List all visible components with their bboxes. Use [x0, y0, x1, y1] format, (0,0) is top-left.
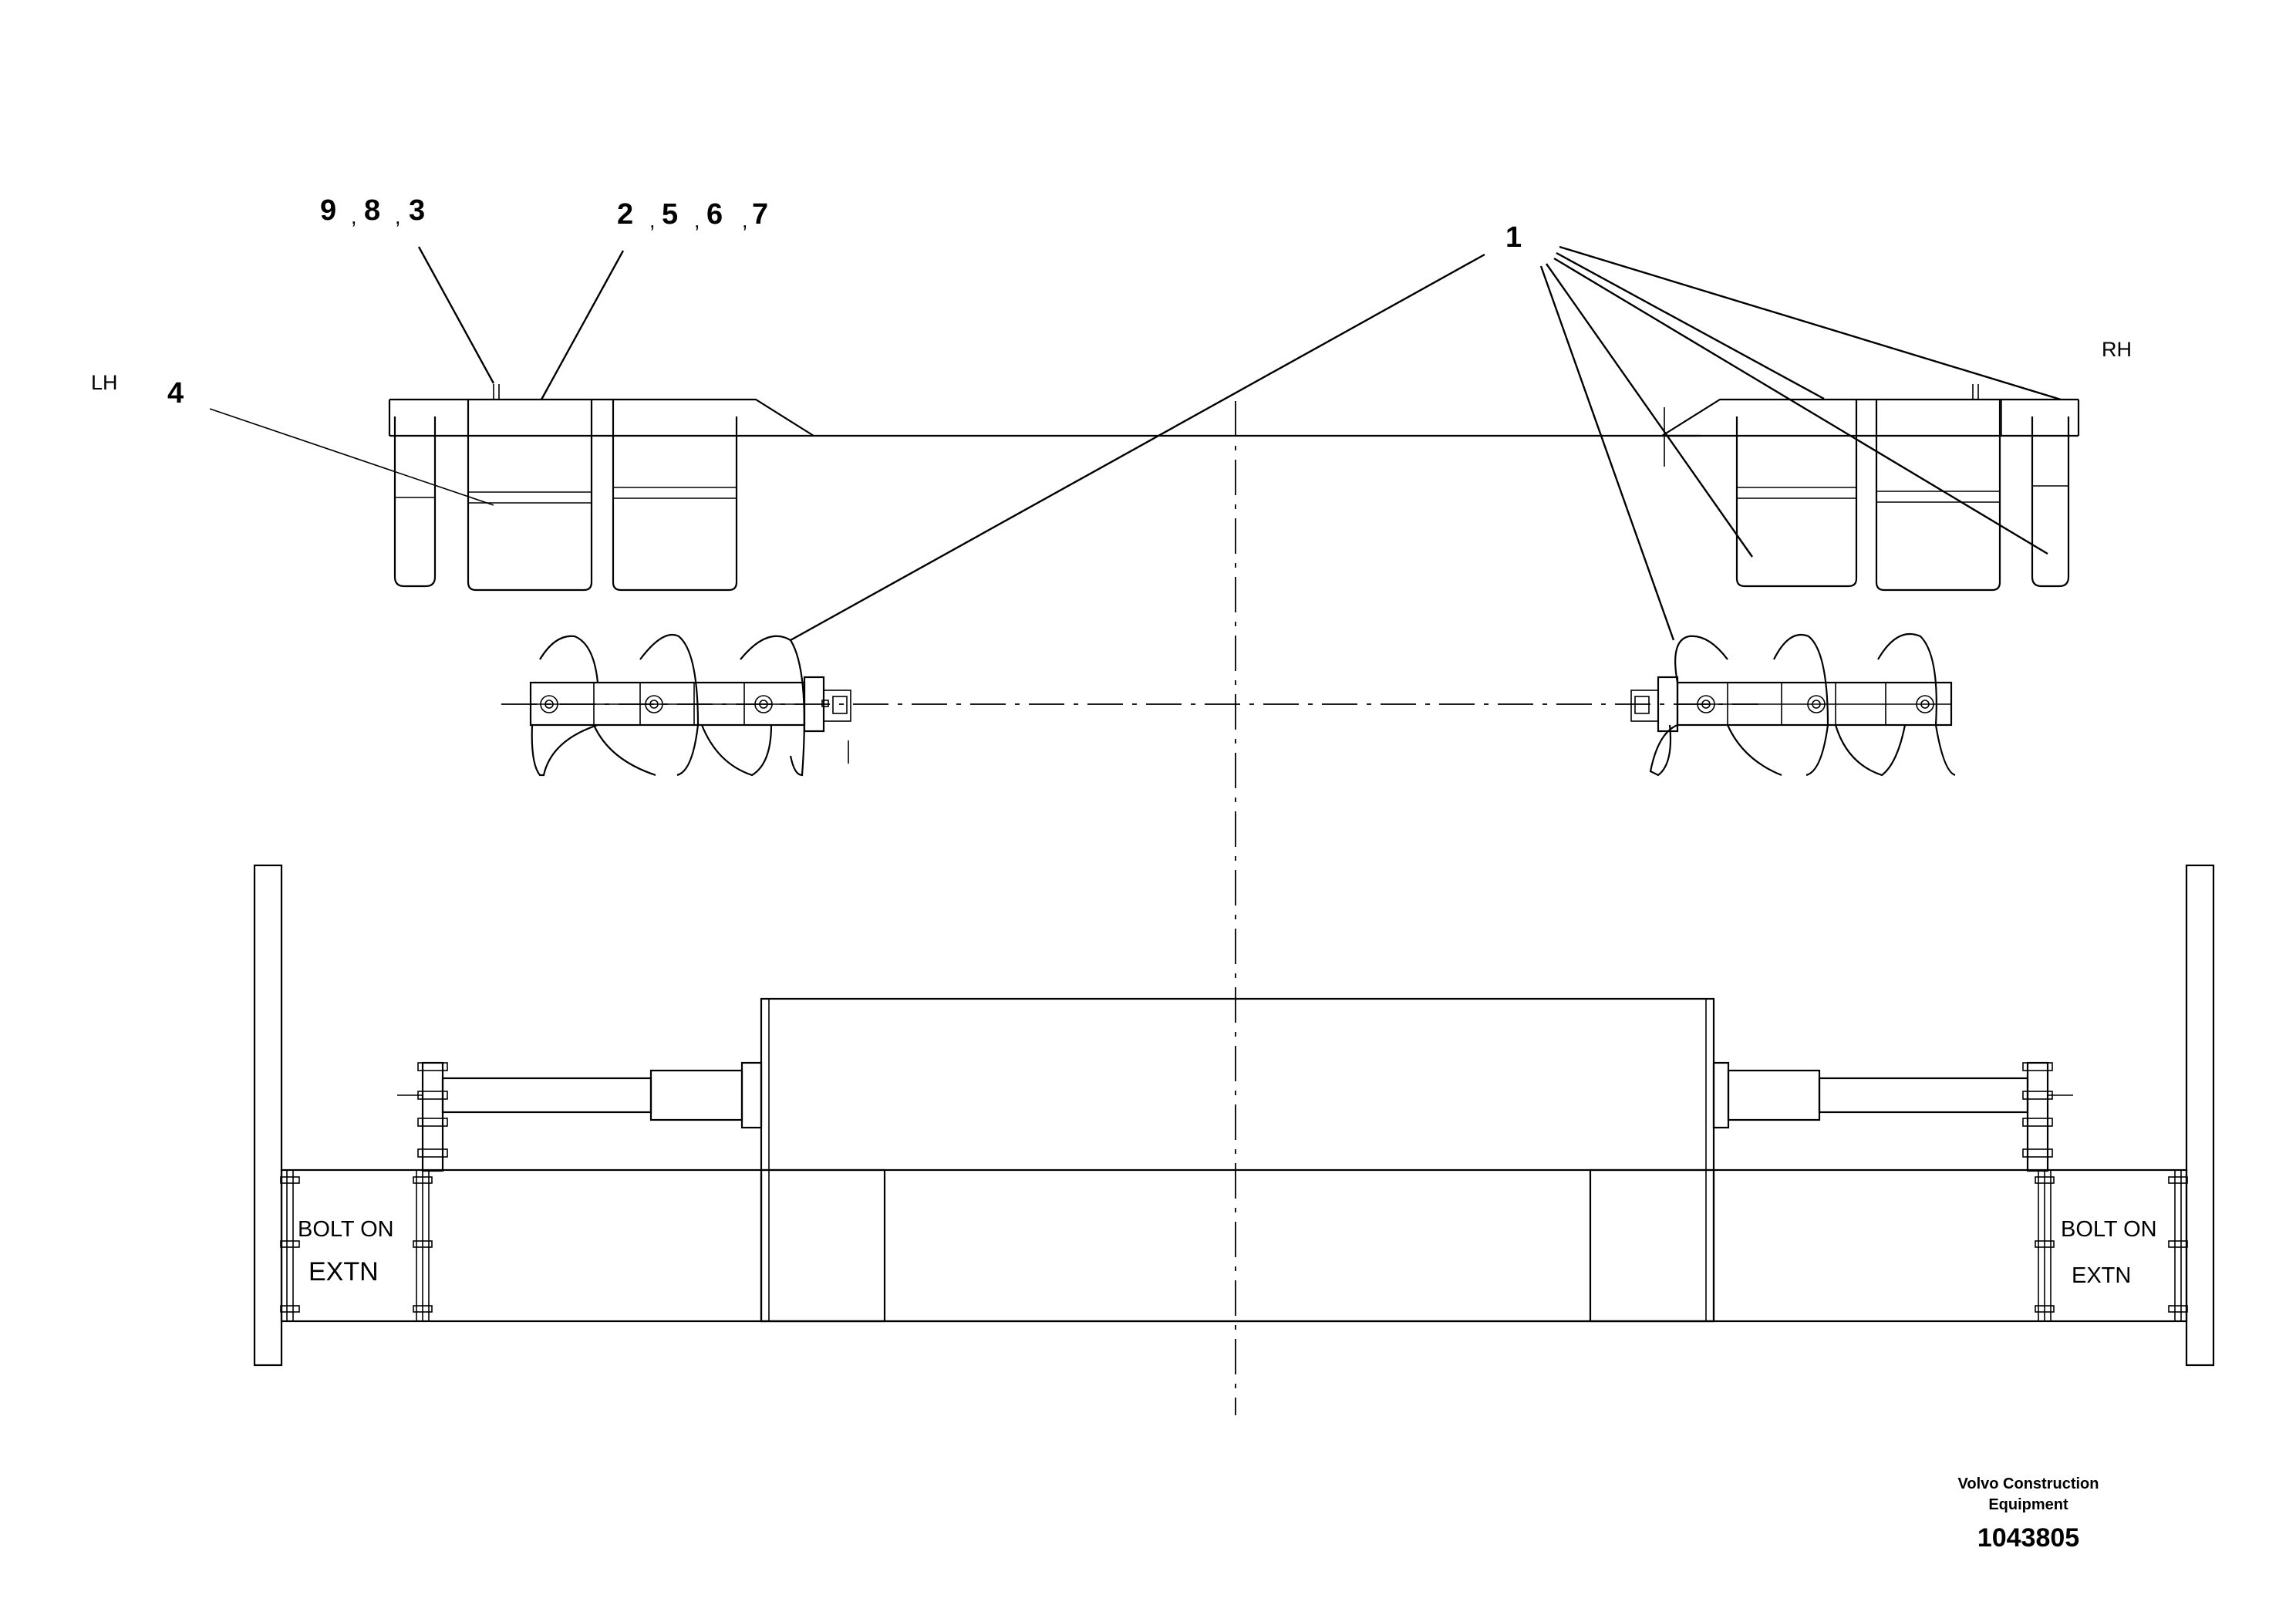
extension-label-left-line1: BOLT ON	[298, 1217, 394, 1242]
leader-lines	[209, 245, 2062, 642]
callout-3: 3	[409, 194, 425, 227]
center-lines	[501, 401, 1758, 1415]
callout-separator: ,	[395, 205, 401, 228]
callout-labels: 9 , 8 , 3 2 , 5 , 6 , 7 4 1 LH RH BOLT O…	[91, 194, 2157, 1288]
callout-separator: ,	[742, 209, 748, 232]
auger-left	[529, 633, 851, 777]
callout-6: 6	[706, 198, 723, 231]
title-block: Volvo Construction Equipment 1043805	[1958, 1475, 2099, 1553]
callout-1: 1	[1505, 221, 1522, 254]
callout-separator: ,	[351, 205, 357, 228]
extension-label-right-line2: EXTN	[2072, 1263, 2131, 1288]
bottom-view-frame	[253, 864, 2215, 1367]
callout-7: 7	[752, 198, 768, 231]
auger-right	[1630, 632, 1956, 777]
callout-2: 2	[617, 198, 633, 231]
callout-9: 9	[320, 194, 336, 227]
callout-separator: ,	[649, 209, 656, 232]
extension-label-left-line2: EXTN	[308, 1257, 379, 1286]
company-name-line2: Equipment	[1988, 1496, 2068, 1513]
drawing-number: 1043805	[1977, 1523, 2079, 1553]
side-label-left: LH	[91, 371, 118, 394]
extension-label-right-line1: BOLT ON	[2061, 1217, 2157, 1242]
callout-separator: ,	[694, 209, 700, 232]
callout-4: 4	[167, 377, 184, 410]
callout-5: 5	[662, 198, 678, 231]
side-label-right: RH	[2102, 338, 2132, 361]
top-view-extension-assembly	[388, 384, 2080, 592]
callout-8: 8	[364, 194, 380, 227]
company-name-line1: Volvo Construction	[1958, 1475, 2099, 1492]
